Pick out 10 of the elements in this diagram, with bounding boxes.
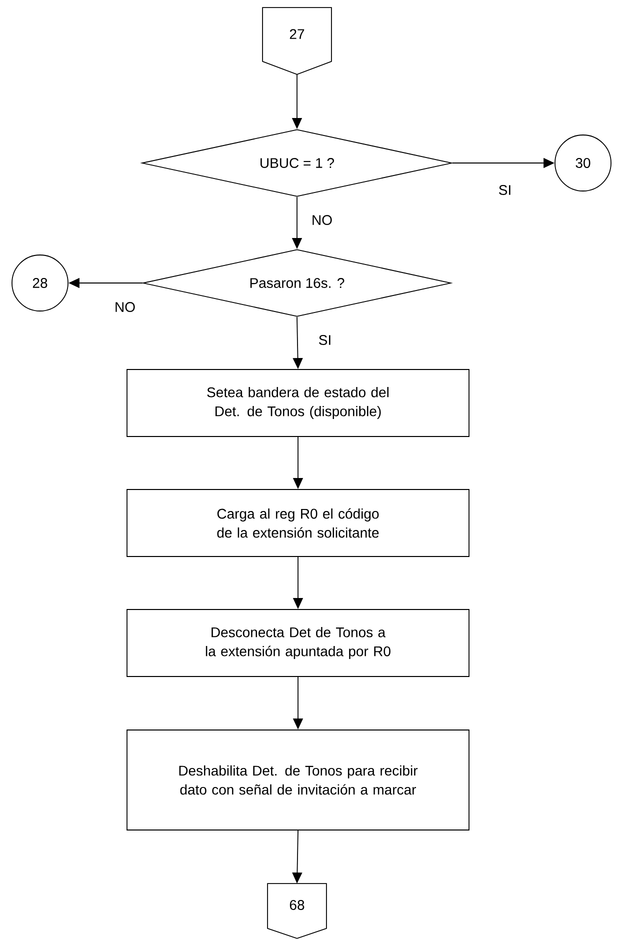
process-box: Carga al reg R0 el código de la extensión solicitante xyxy=(126,489,470,557)
process-box: Deshabilita Det. de Tonos para recibir dato con señal de invitación a marcar xyxy=(126,730,470,830)
process-box: Setea bandera de estado del Det. de Tonos (disponible) xyxy=(126,369,470,437)
edge-label: SI xyxy=(317,334,333,346)
off-page-connector: 27 xyxy=(262,7,332,75)
process-box: Desconecta Det de Tonos a la extensión apuntada por R0 xyxy=(126,609,470,677)
edge-label: NO xyxy=(310,214,334,226)
edge-label: NO xyxy=(114,301,136,313)
off-page-connector: 68 xyxy=(267,883,327,939)
edge-label: SI xyxy=(497,184,513,196)
